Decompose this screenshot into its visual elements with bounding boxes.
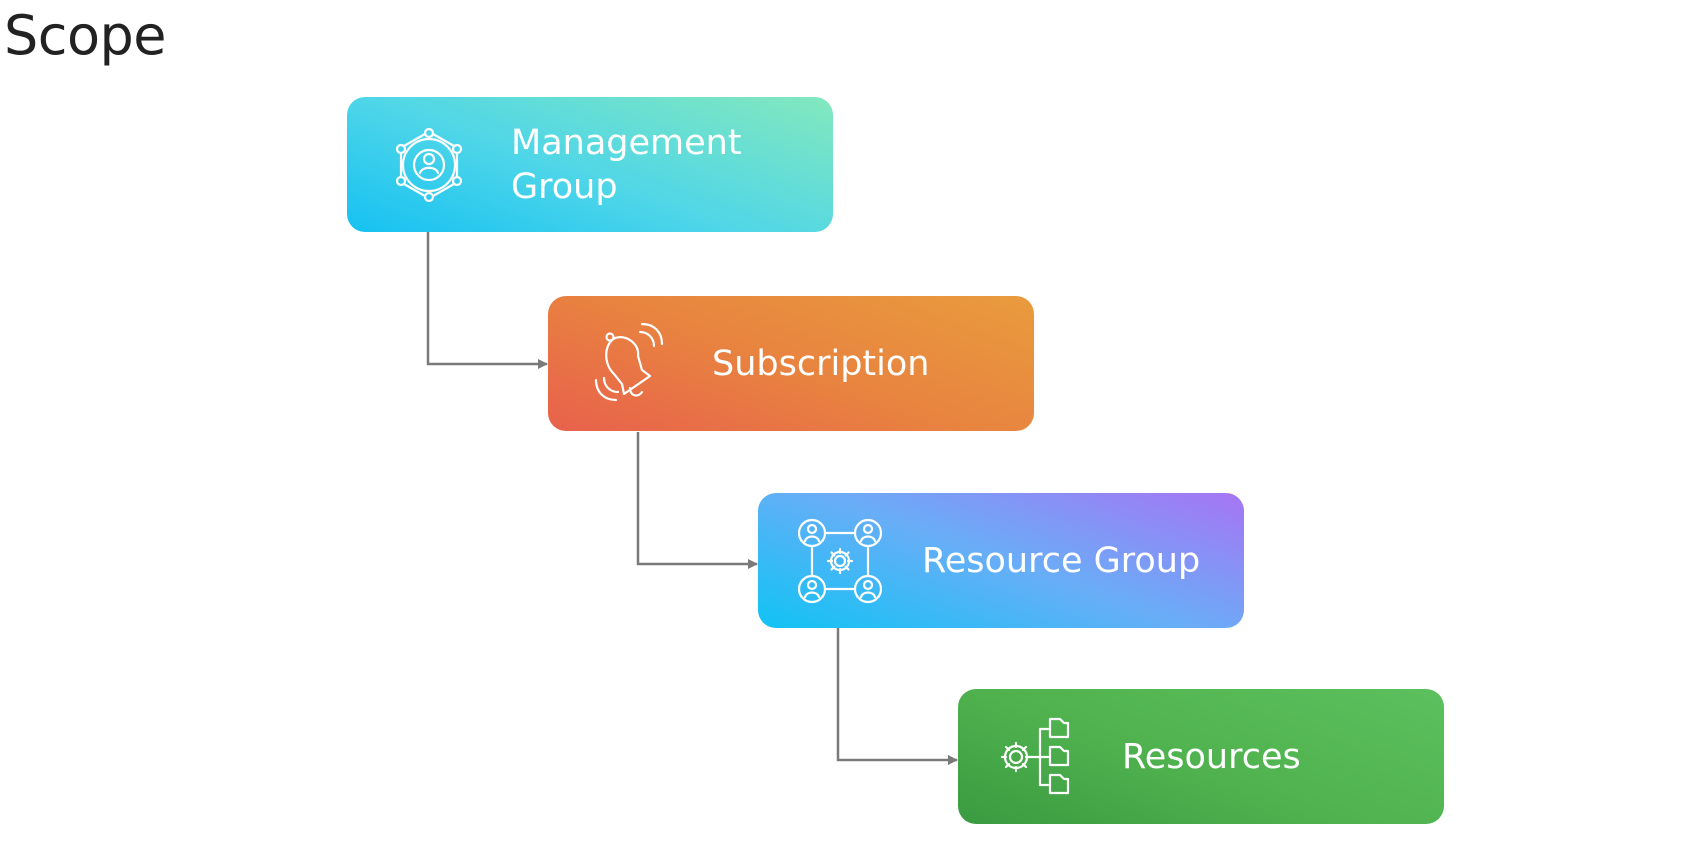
resource-group-box[interactable]: Resource Group xyxy=(758,493,1244,628)
page-title: Scope xyxy=(4,4,167,67)
people-network-gear-icon xyxy=(794,515,886,607)
management-group-label: Management Group xyxy=(511,122,742,207)
subscription-box[interactable]: Subscription xyxy=(548,296,1034,431)
bell-icon xyxy=(584,318,676,410)
connector-management-group-to-subscription xyxy=(426,232,548,369)
connector-subscription-to-resource-group xyxy=(636,432,758,569)
resource-group-label: Resource Group xyxy=(922,540,1201,581)
management-group-icon xyxy=(383,119,475,211)
resources-box[interactable]: Resources xyxy=(958,689,1444,824)
resources-label: Resources xyxy=(1122,736,1301,777)
subscription-label: Subscription xyxy=(712,343,930,384)
gear-file-tree-icon xyxy=(994,711,1086,803)
connector-resource-group-to-resources xyxy=(836,628,958,765)
management-group-box[interactable]: Management Group xyxy=(347,97,833,232)
